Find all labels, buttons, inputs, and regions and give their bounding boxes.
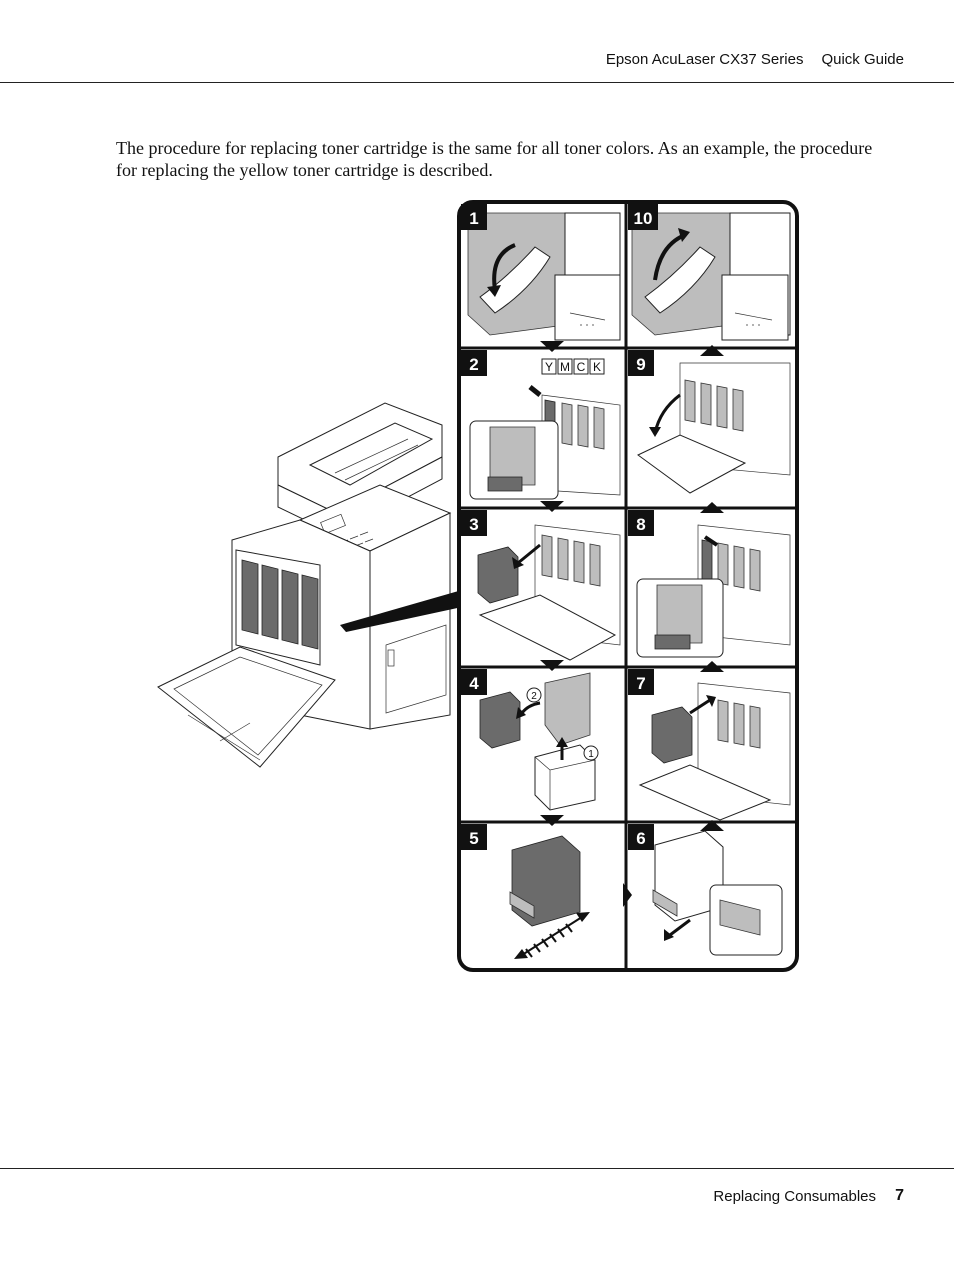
- label-k: K: [593, 360, 601, 374]
- page-number: 7: [895, 1187, 904, 1204]
- step-8-label: 8: [636, 515, 645, 534]
- step-9-panel: [637, 362, 791, 494]
- sub-step-2: 2: [531, 691, 537, 702]
- sub-step-1: 1: [588, 749, 594, 760]
- step-1-panel: [467, 212, 621, 341]
- intro-paragraph: The procedure for replacing toner cartri…: [116, 138, 873, 180]
- step-7-panel: [638, 682, 791, 821]
- sub-step-markers: 1 2: [526, 687, 599, 761]
- step-5-panel: [509, 835, 590, 959]
- step-10-label: 10: [634, 209, 653, 228]
- label-y: Y: [545, 360, 553, 374]
- product-name: Epson AcuLaser CX37 Series: [605, 51, 804, 68]
- toner-replacement-figure: Y M C K: [157, 200, 799, 972]
- step-3-panel: [477, 524, 621, 661]
- step-2-panel: Y M C K: [469, 358, 621, 500]
- step-7-label: 7: [636, 674, 645, 693]
- step-5-label: 5: [469, 829, 478, 848]
- step-1-label: 1: [469, 209, 478, 228]
- printer-illustration: [157, 402, 462, 768]
- guide-name: Quick Guide: [821, 51, 904, 68]
- page-footer: Replacing Consumables 7: [0, 1168, 954, 1205]
- step-3-label: 3: [469, 515, 478, 534]
- label-m: M: [560, 360, 570, 374]
- step-6-panel: [652, 830, 783, 956]
- footer-section-title: Replacing Consumables: [713, 1188, 876, 1205]
- step-10-panel: [631, 212, 791, 341]
- step-badges: 1 10 2 9 3 8 4 7 5 6: [461, 204, 658, 850]
- step-6-label: 6: [636, 829, 645, 848]
- toner-cartridges-overview: [241, 559, 319, 650]
- label-c: C: [577, 360, 586, 374]
- step-4-label: 4: [469, 674, 479, 693]
- flow-arrows: [540, 341, 724, 907]
- step-4-panel: 1 2: [479, 672, 599, 811]
- step-2-label: 2: [469, 355, 478, 374]
- page-header: Epson AcuLaser CX37 Series Quick Guide: [0, 0, 954, 83]
- color-labels: Y M C K: [541, 358, 605, 375]
- running-header: Epson AcuLaser CX37 Series Quick Guide: [606, 51, 904, 68]
- steps-panel: Y M C K: [457, 200, 799, 972]
- step-9-label: 9: [636, 355, 645, 374]
- step-8-panel: [636, 524, 791, 658]
